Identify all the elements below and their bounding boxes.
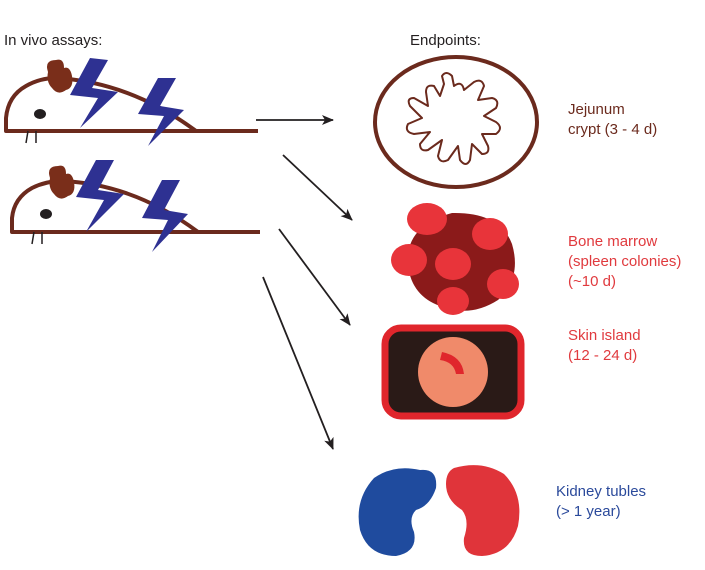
mouse-whisker-icon	[25, 130, 37, 144]
arrow-to-kidney	[262, 276, 334, 450]
mouse-icon	[4, 58, 258, 146]
endpoint-label-kidney: Kidney tubles (> 1 year)	[556, 483, 647, 520]
mouse-eye-icon	[40, 209, 52, 219]
arrow-to-skin-island	[278, 228, 351, 326]
arrow-to-bone-marrow	[282, 154, 353, 221]
jejunum-crypt-icon	[373, 55, 539, 189]
endpoint-label-jejunum: Jejunum crypt (3 - 4 d)	[568, 101, 658, 138]
mouse-body-outline	[10, 179, 260, 234]
lightning-icon	[142, 180, 188, 252]
mouse-ear-icon	[47, 59, 73, 93]
lightning-icon	[76, 160, 124, 232]
mouse-icon	[10, 160, 260, 252]
mouse-ear-icon	[49, 165, 75, 199]
mouse-whisker-icon	[31, 231, 43, 245]
in-vivo-assays-header: In vivo assays:	[4, 32, 103, 49]
mouse-eye-icon	[34, 109, 46, 119]
bone-marrow-icon	[391, 203, 519, 315]
mouse-body-outline	[4, 76, 258, 133]
skin-island-icon	[381, 324, 525, 420]
lightning-icon	[138, 78, 184, 146]
endpoints-header: Endpoints:	[410, 32, 481, 49]
endpoint-label-skin-island: Skin island (12 - 24 d)	[568, 327, 641, 364]
lightning-icon	[70, 58, 118, 128]
kidney-icon	[358, 465, 520, 556]
endpoint-label-bone-marrow: Bone marrow (spleen colonies) (~10 d)	[568, 233, 682, 290]
